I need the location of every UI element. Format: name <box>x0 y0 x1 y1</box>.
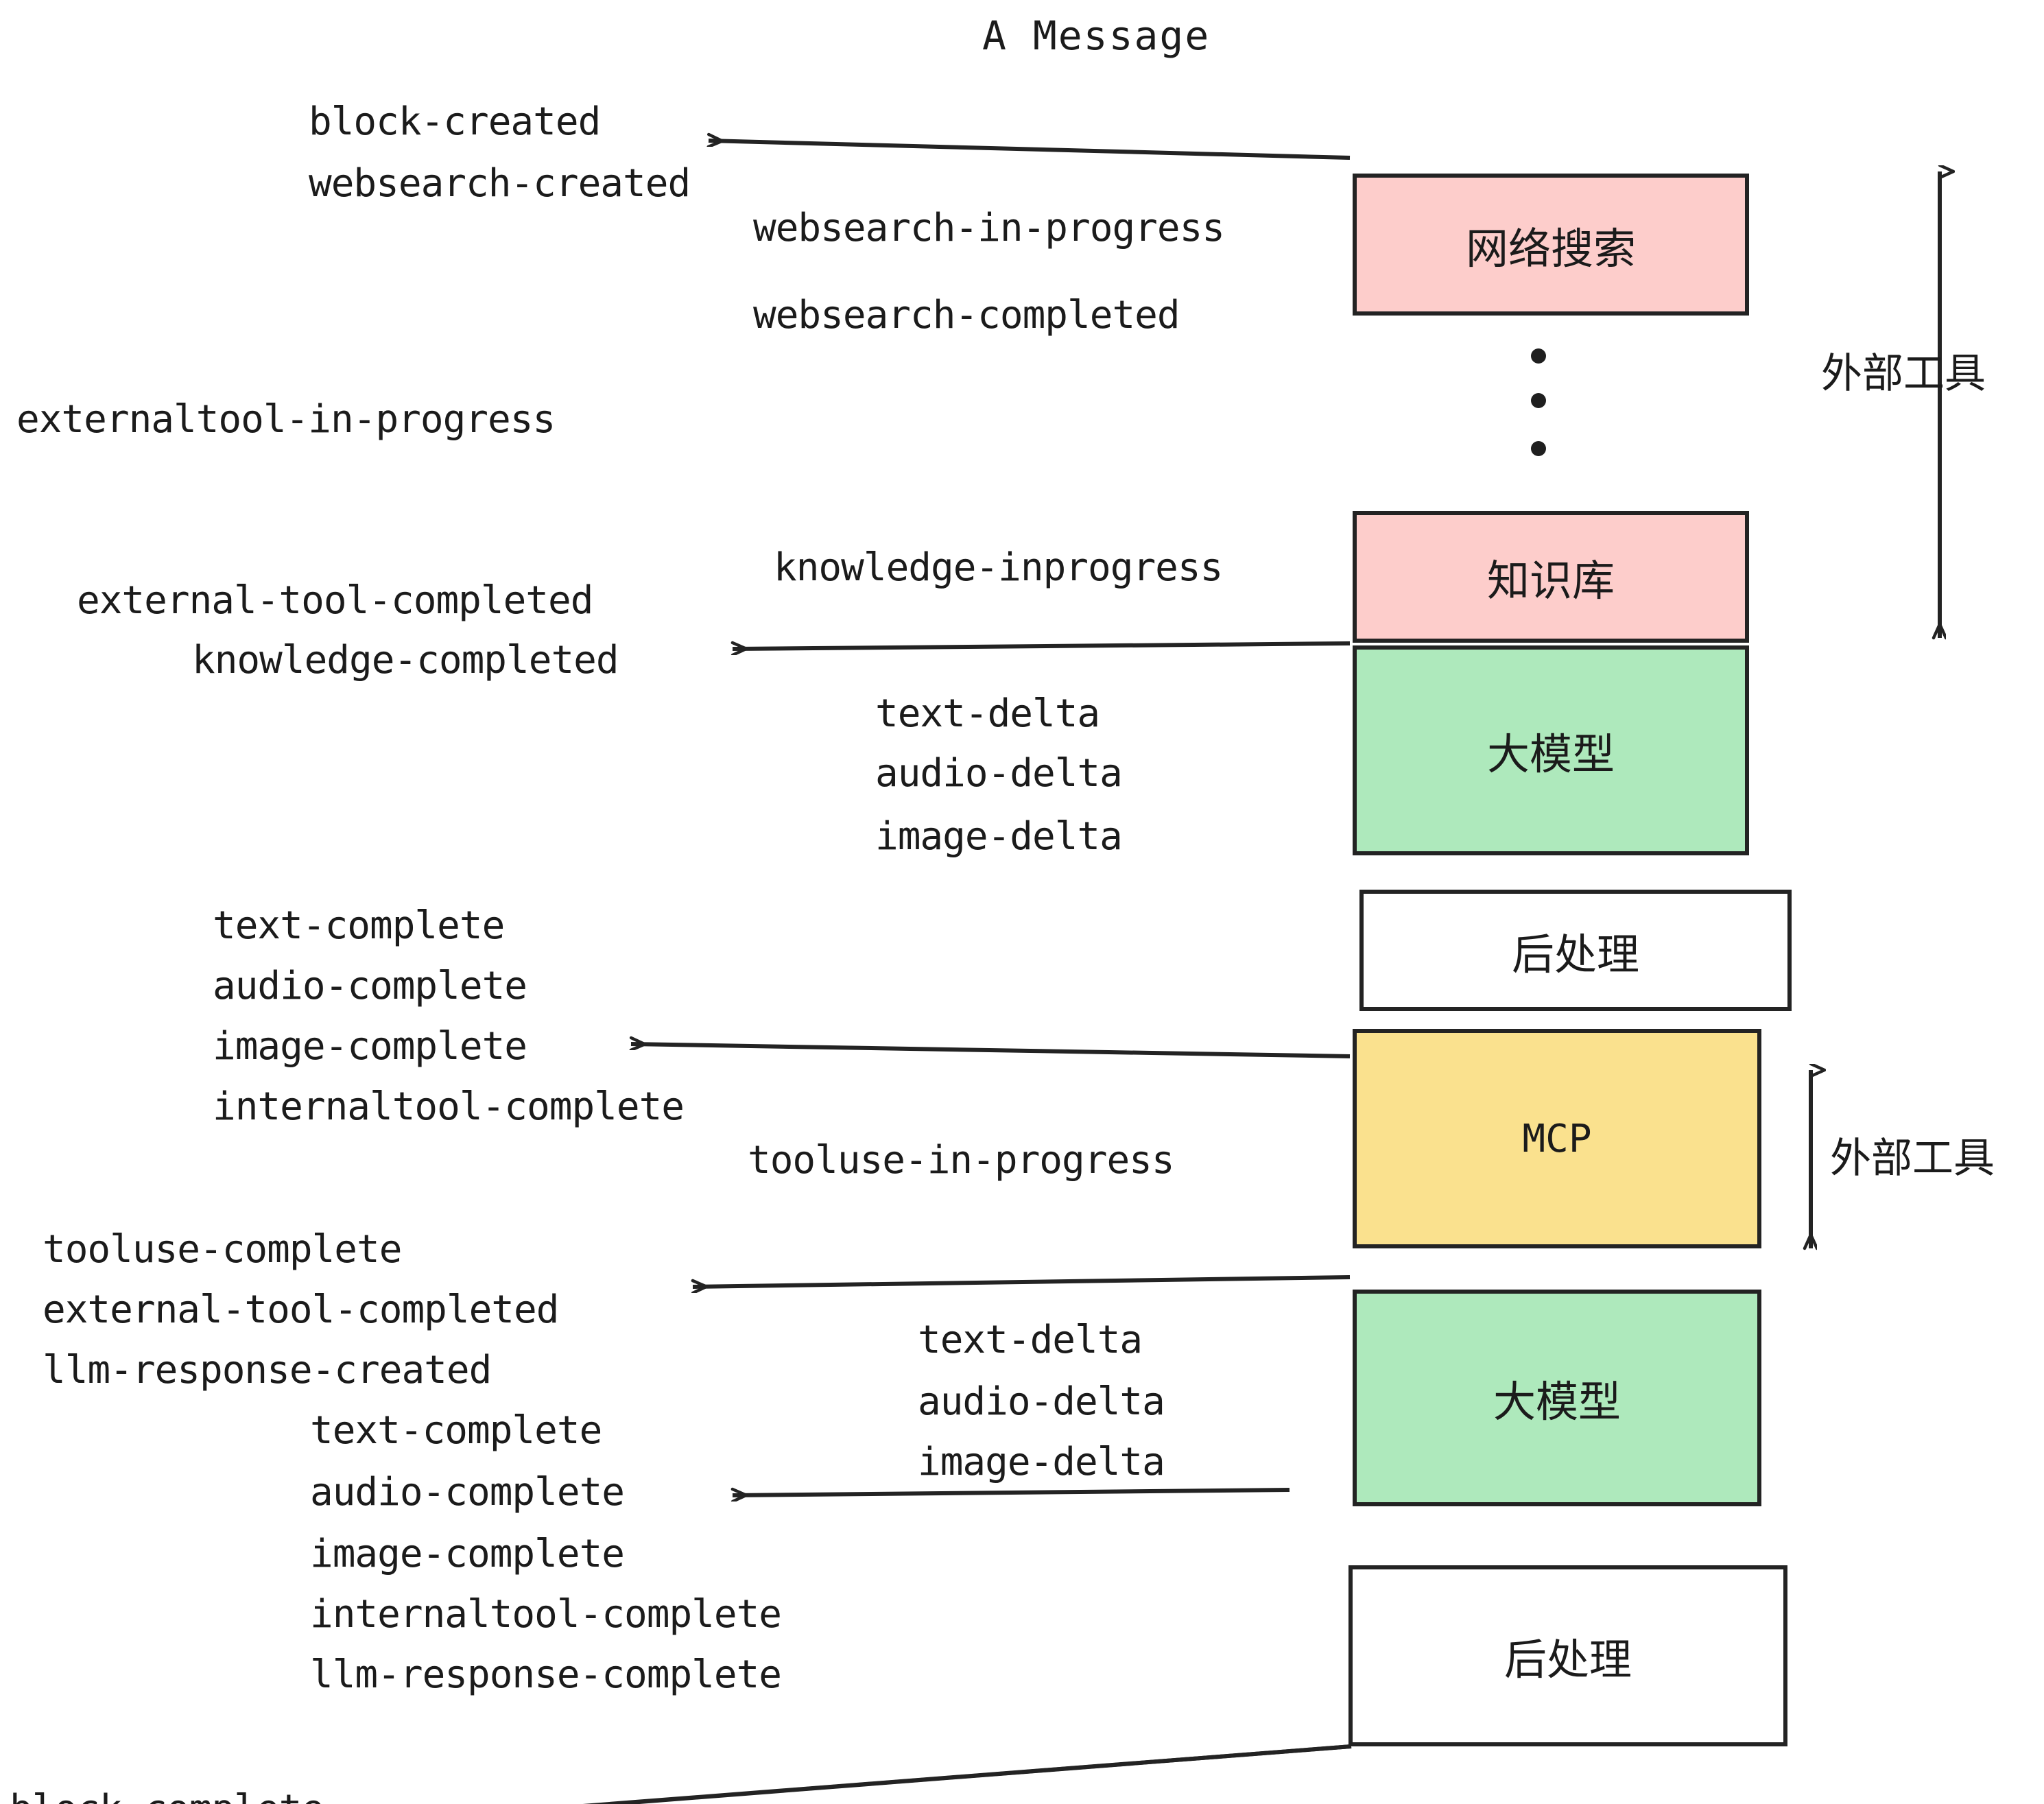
event-text-complete-1: text-complete <box>213 903 505 948</box>
event-websearch-created: websearch-created <box>309 161 691 206</box>
event-knowledge-inprogress: knowledge-inprogress <box>774 545 1223 590</box>
event-external-tool-completed-1: external-tool-completed <box>77 578 593 623</box>
event-tooluse-complete: tooluse-complete <box>43 1227 402 1272</box>
node-websearch[interactable]: 网络搜索 <box>1353 174 1749 316</box>
event-image-complete-1: image-complete <box>213 1024 527 1069</box>
arrow-post2-to-block-complete <box>586 1744 1352 1804</box>
arrow-llm2-to-audio-complete <box>733 1490 1290 1495</box>
arrow-post1-to-image-complete <box>631 1044 1351 1058</box>
event-image-delta-1: image-delta <box>875 814 1123 859</box>
node-knowledge-label: 知识库 <box>1486 556 1615 606</box>
event-image-complete-2: image-complete <box>310 1532 625 1576</box>
event-image-delta-2: image-delta <box>918 1440 1165 1484</box>
event-external-tool-completed-2: external-tool-completed <box>43 1287 559 1332</box>
event-internaltool-complete-1: internaltool-complete <box>213 1084 685 1129</box>
event-llm-response-complete: llm-response-complete <box>310 1652 782 1697</box>
node-mcp-label: MCP <box>1522 1116 1592 1161</box>
node-postprocess-1[interactable]: 后处理 <box>1359 890 1792 1011</box>
node-llm-1[interactable]: 大模型 <box>1353 645 1749 855</box>
node-llm-1-label: 大模型 <box>1486 729 1615 779</box>
node-postprocess-2[interactable]: 后处理 <box>1348 1565 1787 1746</box>
event-internaltool-complete-2: internaltool-complete <box>310 1592 782 1637</box>
event-audio-complete-2: audio-complete <box>310 1470 625 1515</box>
node-llm-2-label: 大模型 <box>1493 1377 1621 1427</box>
side-label-external-tools-bottom: 外部工具 <box>1830 1135 1995 1183</box>
node-postprocess-1-label: 后处理 <box>1511 929 1639 980</box>
arrow-knowledge-to-completed <box>733 643 1351 649</box>
node-websearch-label: 网络搜索 <box>1465 223 1636 274</box>
event-block-complete: block-complete <box>10 1790 324 1804</box>
event-knowledge-completed: knowledge-completed <box>192 638 619 683</box>
event-block-created: block-created <box>309 99 601 144</box>
event-text-delta-2: text-delta <box>918 1318 1143 1362</box>
ellipsis-dot-3 <box>1531 441 1546 456</box>
ellipsis-dot-2 <box>1531 393 1546 408</box>
event-llm-response-created: llm-response-created <box>43 1348 492 1392</box>
event-audio-complete-1: audio-complete <box>213 964 527 1008</box>
diagram-title: A Message <box>982 12 1211 59</box>
ellipsis-dot-1 <box>1531 348 1546 364</box>
node-mcp[interactable]: MCP <box>1353 1029 1761 1248</box>
event-text-complete-2: text-complete <box>310 1408 602 1453</box>
arrow-post2-to-block-complete-line <box>582 1744 1352 1804</box>
event-audio-delta-2: audio-delta <box>918 1379 1165 1424</box>
event-externaltool-in-progress: externaltool-in-progress <box>16 397 556 442</box>
node-llm-2[interactable]: 大模型 <box>1353 1290 1761 1506</box>
node-knowledge[interactable]: 知识库 <box>1353 511 1749 643</box>
arrow-mcp-to-tooluse-complete <box>693 1275 1351 1287</box>
event-text-delta-1: text-delta <box>875 691 1100 736</box>
event-websearch-completed: websearch-completed <box>753 293 1180 337</box>
node-postprocess-2-label: 后处理 <box>1504 1635 1632 1685</box>
side-label-external-tools-top: 外部工具 <box>1821 350 1986 398</box>
event-tooluse-in-progress: tooluse-in-progress <box>748 1138 1175 1183</box>
event-audio-delta-1: audio-delta <box>875 751 1123 796</box>
arrow-websearch-to-block-created <box>709 141 1351 160</box>
event-websearch-in-progress: websearch-in-progress <box>753 206 1225 250</box>
